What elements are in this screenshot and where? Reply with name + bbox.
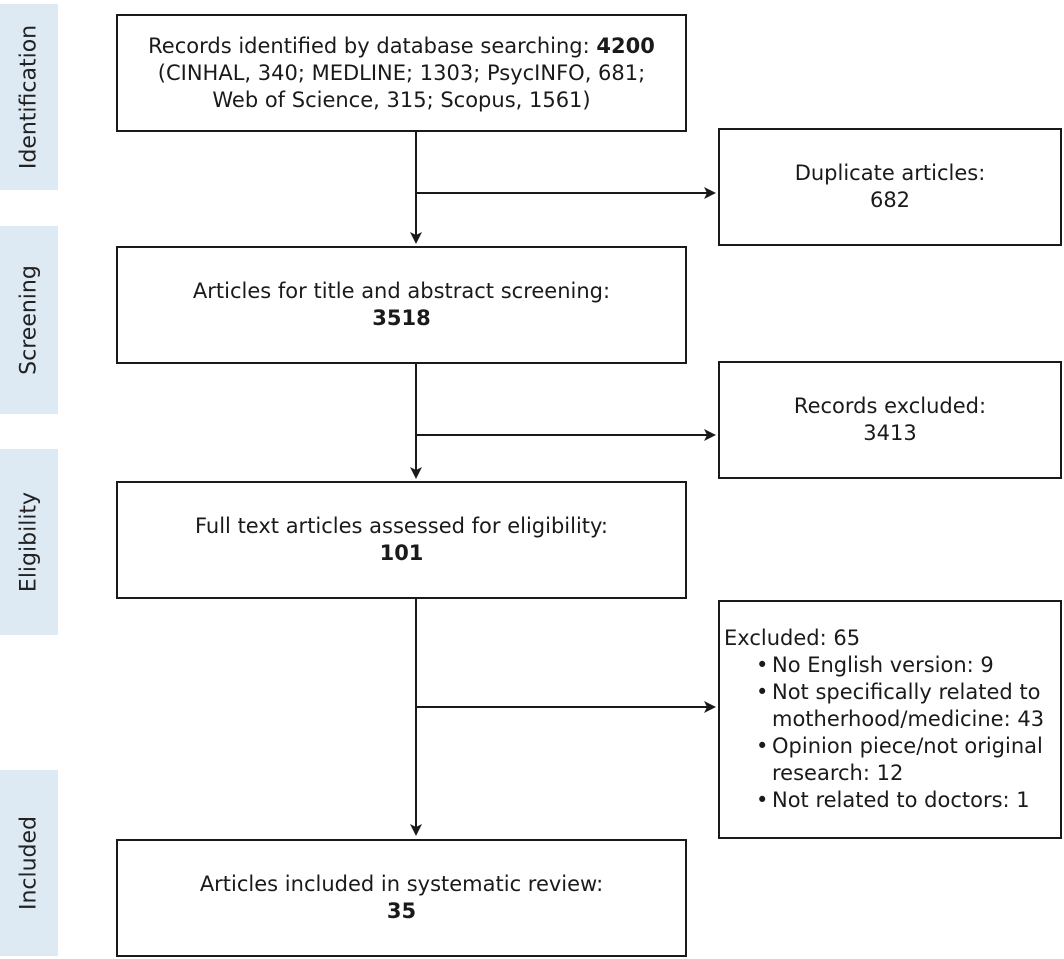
fulltext-label: Full text articles assessed for eligibil… (194, 514, 609, 538)
box-duplicates: Duplicate articles: 682 (718, 128, 1062, 246)
fulltext-excluded-label: Excluded: 65 (724, 626, 861, 650)
identified-sources-line2: Web of Science, 315; Scopus, 1561) (212, 87, 591, 112)
exclusion-reason: Not specifically related to motherhood/m… (724, 679, 1056, 733)
box-fulltext-excluded: Excluded: 65 No English version: 9 Not s… (718, 600, 1062, 839)
identified-label: Records identified by database searching… (148, 33, 590, 58)
records-excluded-label: Records excluded: (793, 394, 987, 418)
stage-band-screening: Screening (0, 226, 58, 414)
box-included: Articles included in systematic review: … (116, 839, 687, 957)
screening-label: Articles for title and abstract screenin… (192, 279, 611, 303)
exclusion-reason: No English version: 9 (724, 652, 1056, 679)
included-label: Articles included in systematic review: (199, 872, 604, 896)
duplicates-count: 682 (869, 188, 911, 212)
exclusion-reason: Opinion piece/not original research: 12 (724, 733, 1056, 787)
records-excluded-count: 3413 (863, 421, 917, 445)
box-screening: Articles for title and abstract screenin… (116, 246, 687, 364)
included-count: 35 (386, 899, 417, 923)
box-records-excluded: Records excluded: 3413 (718, 361, 1062, 479)
box-records-identified: Records identified by database searching… (116, 14, 687, 132)
box-fulltext-assessed: Full text articles assessed for eligibil… (116, 481, 687, 599)
duplicates-label: Duplicate articles: (794, 161, 986, 185)
exclusion-reasons-list: No English version: 9 Not specifically r… (724, 652, 1056, 814)
stage-band-identification: Identification (0, 4, 58, 190)
screening-count: 3518 (372, 306, 431, 330)
identified-sources-line1: (CINHAL, 340; MEDLINE; 1303; PsycINFO, 6… (157, 60, 646, 85)
fulltext-count: 101 (379, 541, 424, 565)
stage-band-included: Included (0, 770, 58, 956)
stage-band-eligibility: Eligibility (0, 449, 58, 635)
exclusion-reason: Not related to doctors: 1 (724, 787, 1056, 814)
identified-count: 4200 (596, 33, 655, 58)
